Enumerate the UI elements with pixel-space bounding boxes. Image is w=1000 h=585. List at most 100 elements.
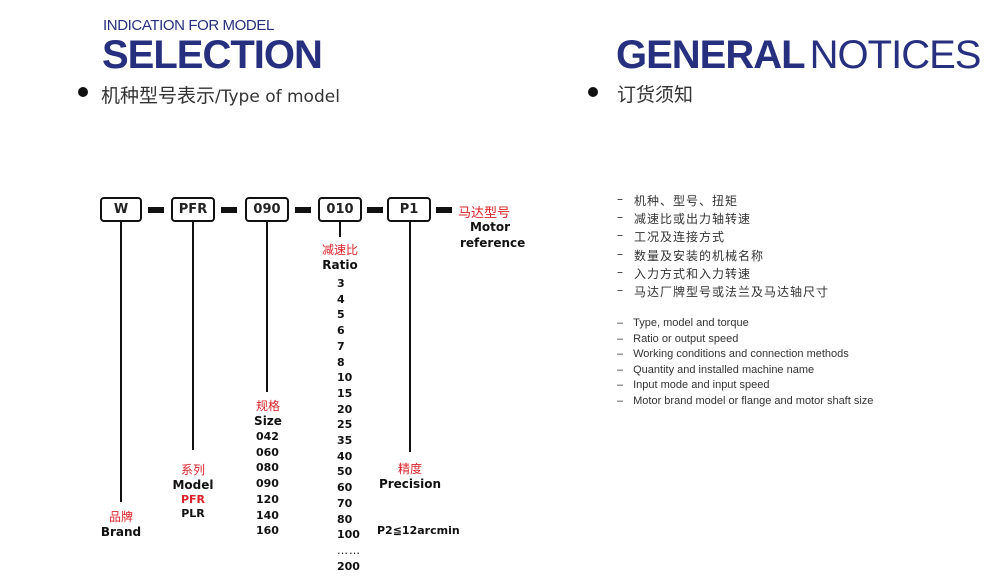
precision-connector-line xyxy=(409,222,411,452)
code-box-brand: W xyxy=(100,197,142,222)
notice-text: 工况及连接方式 xyxy=(634,230,726,245)
size-label-zh: 规格 xyxy=(255,399,280,413)
list-item: –马达厂牌型号或法兰及马达轴尺寸 xyxy=(617,283,829,301)
size-value: 080 xyxy=(256,461,279,475)
motor-label-zh: 马达型号 xyxy=(458,206,511,221)
brand-label-zh: 品牌 xyxy=(108,510,133,524)
model-option-pfr: PFR xyxy=(180,493,206,506)
ratio-values: 3 4 5 6 7 8 10 15 20 25 35 40 50 60 70 8… xyxy=(337,276,361,574)
ratio-value: 200 xyxy=(337,559,360,573)
ratio-value: 15 xyxy=(337,386,353,400)
list-item: –Quantity and installed machine name xyxy=(617,364,873,380)
motor-label-en: reference xyxy=(460,236,526,250)
section-kicker: INDICATION FOR MODEL xyxy=(103,17,274,34)
dash-marker: – xyxy=(617,363,624,376)
ratio-value: 4 xyxy=(337,292,345,306)
list-item: –工况及连接方式 xyxy=(617,228,829,246)
model-label-zh: 系列 xyxy=(180,463,205,477)
heading-light: NOTICES xyxy=(809,33,982,77)
dash-marker: – xyxy=(617,348,624,361)
list-item: –Input mode and input speed xyxy=(617,379,873,395)
list-item: –机种、型号、扭矩 xyxy=(617,192,829,210)
size-connector-line xyxy=(266,222,268,392)
order-notice-subtitle: 订货须知 xyxy=(617,84,694,106)
dash-marker: – xyxy=(617,394,624,407)
general-notices-heading: GENERAL NOTICES xyxy=(616,33,982,78)
notice-text: Input mode and input speed xyxy=(633,379,770,392)
code-box-size: 090 xyxy=(245,197,289,222)
brand-connector-line xyxy=(120,222,122,502)
precision-value: P2≦12arcmin xyxy=(377,524,460,537)
motor-label-en: Motor xyxy=(469,220,511,234)
ratio-value: 40 xyxy=(337,449,353,463)
size-value: 090 xyxy=(256,477,279,491)
ratio-value: 80 xyxy=(337,512,353,526)
notice-text: Ratio or output speed xyxy=(633,332,739,345)
ratio-label-zh: 减速比 xyxy=(321,243,358,257)
dash-marker: – xyxy=(617,210,624,225)
list-item: –Working conditions and connection metho… xyxy=(617,348,873,364)
notice-text: Working conditions and connection method… xyxy=(633,348,849,361)
ratio-value: 10 xyxy=(337,371,353,385)
notice-text: 机种、型号、扭矩 xyxy=(634,194,739,208)
list-item: –数量及安装的机械名称 xyxy=(617,247,829,265)
list-item: –Type, model and torque xyxy=(617,317,873,333)
ratio-value: 50 xyxy=(337,465,353,479)
size-value: 160 xyxy=(256,524,279,538)
model-connector-line xyxy=(192,222,194,450)
model-label-en: Model xyxy=(172,478,214,492)
precision-label-en: Precision xyxy=(378,477,442,491)
size-values: 042 060 080 090 120 140 160 xyxy=(256,429,279,539)
notices-en-list: –Type, model and torque –Ratio or output… xyxy=(617,317,873,411)
ratio-value: 8 xyxy=(337,355,345,369)
notice-text: Quantity and installed machine name xyxy=(633,363,815,376)
ratio-label-en: Ratio xyxy=(322,258,358,272)
list-item: –Motor brand model or flange and motor s… xyxy=(617,395,873,411)
heading-bold: GENERAL xyxy=(616,33,806,77)
brand-label-en: Brand xyxy=(100,525,142,539)
ratio-value: 100 xyxy=(337,528,360,542)
ratio-value: 20 xyxy=(337,402,353,416)
size-value: 060 xyxy=(256,445,279,459)
precision-label-zh: 精度 xyxy=(397,462,422,476)
ratio-value: 7 xyxy=(337,339,345,353)
subtitle-en: /Type of model xyxy=(215,87,340,107)
notice-text: Type, model and torque xyxy=(633,317,749,329)
dash-marker: – xyxy=(617,332,624,345)
dash-marker: – xyxy=(617,192,624,206)
code-separator xyxy=(148,207,164,213)
code-separator xyxy=(367,207,383,213)
list-item: –入力方式和入力转速 xyxy=(617,265,829,283)
size-value: 140 xyxy=(256,508,279,522)
dash-marker: – xyxy=(617,379,624,392)
list-item: –减速比或出力轴转速 xyxy=(617,210,829,228)
dash-marker: – xyxy=(617,228,624,243)
code-separator xyxy=(295,207,311,213)
subtitle-zh: 机种型号表示 xyxy=(101,85,216,107)
ratio-ellipsis: …… xyxy=(337,543,361,557)
ratio-value: 70 xyxy=(337,496,353,510)
code-box-precision: P1 xyxy=(387,197,431,222)
code-box-model: PFR xyxy=(171,197,215,222)
size-value: 120 xyxy=(256,492,279,506)
code-separator xyxy=(436,207,452,213)
ratio-value: 5 xyxy=(337,308,345,322)
notice-text: 马达厂牌型号或法兰及马达轴尺寸 xyxy=(634,284,830,299)
dash-marker: – xyxy=(617,246,624,261)
notice-text: 数量及安装的机械名称 xyxy=(634,248,765,263)
bullet-dot xyxy=(78,87,88,97)
dash-marker: – xyxy=(617,264,624,279)
code-box-ratio: 010 xyxy=(318,197,362,222)
size-label-en: Size xyxy=(254,414,282,428)
selection-heading: SELECTION xyxy=(102,33,323,77)
size-value: 042 xyxy=(256,430,279,443)
code-separator xyxy=(221,207,237,213)
ratio-value: 25 xyxy=(337,418,353,432)
notice-text: Motor brand model or flange and motor sh… xyxy=(633,394,874,407)
ratio-value: 35 xyxy=(337,434,353,448)
type-of-model-subtitle: 机种型号表示/Type of model xyxy=(101,81,340,108)
ratio-value: 6 xyxy=(337,324,345,338)
model-option-plr: PLR xyxy=(181,507,205,520)
ratio-connector-line xyxy=(339,222,341,237)
list-item: –Ratio or output speed xyxy=(617,333,873,349)
